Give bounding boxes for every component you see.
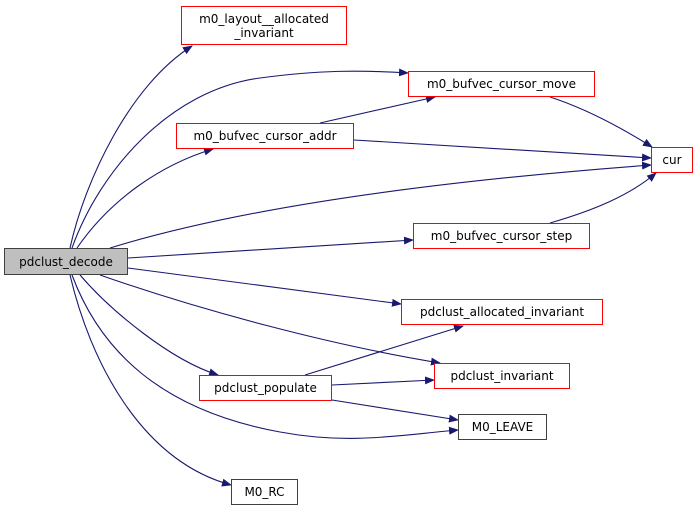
edge-pdclust-decode-to-cur: [109, 161, 652, 249]
node-m0-bufvec-cursor-addr[interactable]: m0_bufvec_cursor_addr: [176, 123, 354, 149]
edge-pdclust-populate-to-pdclust-invariant: [331, 376, 435, 386]
node-pdclust-invariant[interactable]: pdclust_invariant: [434, 363, 570, 389]
edge-pdclust-decode-to-pdclust-populate: [79, 274, 219, 377]
edge-pdclust-populate-to-m0-leave: [331, 399, 459, 423]
edge-pdclust-decode-to-m0-bufvec-cursor-step: [127, 236, 414, 259]
edge-pdclust-decode-to-pdclust-invariant: [99, 274, 441, 366]
edge-pdclust-decode-to-m0-layout-allocated-invariant: [69, 45, 193, 249]
edge-pdclust-decode-to-m0-leave: [71, 274, 459, 439]
edge-pdclust-decode-to-pdclust-allocated-invariant: [127, 267, 402, 307]
edge-m0-bufvec-cursor-addr-to-m0-bufvec-cursor-move: [319, 95, 436, 124]
edge-m0-bufvec-cursor-move-to-cur: [549, 96, 653, 148]
edges: [69, 45, 657, 487]
node-m0-layout-allocated-invariant[interactable]: m0_layout__allocated _invariant: [181, 6, 347, 45]
edge-pdclust-decode-to-m0-bufvec-cursor-move: [71, 68, 409, 249]
node-pdclust-decode[interactable]: pdclust_decode: [4, 248, 128, 275]
edge-m0-bufvec-cursor-addr-to-cur: [353, 139, 652, 162]
edge-pdclust-decode-to-m0-bufvec-cursor-addr: [76, 147, 214, 249]
node-m0-leave[interactable]: M0_LEAVE: [458, 414, 547, 440]
edge-m0-bufvec-cursor-step-to-cur: [549, 172, 657, 224]
node-pdclust-allocated-invariant[interactable]: pdclust_allocated_invariant: [401, 299, 603, 325]
node-pdclust-populate[interactable]: pdclust_populate: [199, 375, 332, 401]
node-cur[interactable]: cur: [651, 147, 693, 173]
node-m0-bufvec-cursor-move[interactable]: m0_bufvec_cursor_move: [408, 71, 595, 97]
edge-pdclust-populate-to-pdclust-allocated-invariant: [304, 324, 464, 376]
node-m0-bufvec-cursor-step[interactable]: m0_bufvec_cursor_step: [413, 223, 590, 249]
edge-pdclust-decode-to-m0-rc: [69, 274, 232, 487]
node-m0-rc[interactable]: M0_RC: [231, 479, 298, 505]
